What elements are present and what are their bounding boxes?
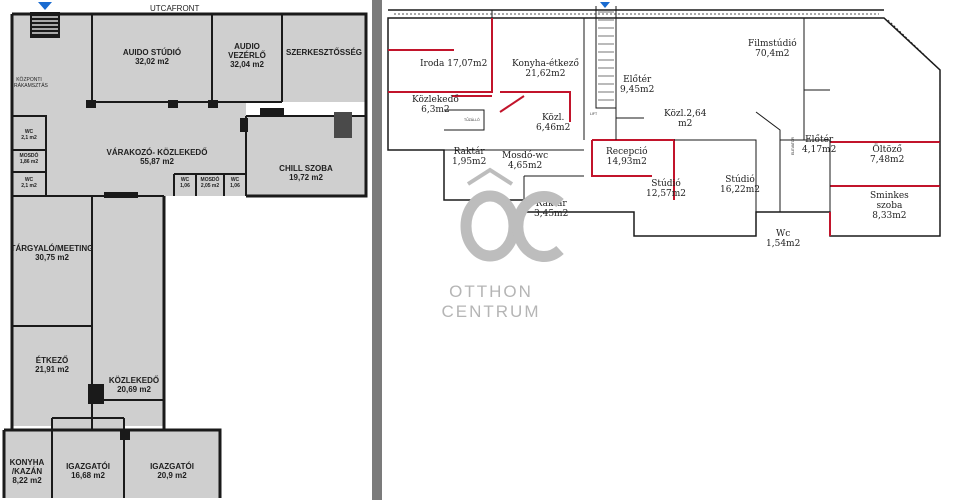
room-washroom2: MOSDÓ 2,05 m2 xyxy=(200,177,220,189)
room-dressing: Öltöző 7,48m2 xyxy=(870,145,905,165)
panel-divider xyxy=(372,0,382,500)
room-studio1: Stúdió 12,57m2 xyxy=(646,179,687,199)
room-kitchen: KONYHA /KAZÁN 8,22 m2 xyxy=(9,458,45,486)
note-elevator: ELEVATOR xyxy=(791,136,796,156)
stair-icon xyxy=(30,2,60,38)
room-corridor-63: Közlekedő 6,3m2 xyxy=(412,95,459,115)
logo-text: OTTHON CENTRUM xyxy=(441,282,541,321)
room-kitchen-dining: Konyha-étkező 21,62m2 xyxy=(512,59,579,79)
room-wc: Wc 1,54m2 xyxy=(766,229,801,249)
room-chill: CHILL SZOBA 19,72 m2 xyxy=(279,164,333,183)
left-floor-plan: UTCAFRONT AUIDO STÚDIÓ 32,02 m2 AUDIO VE… xyxy=(0,0,370,500)
room-corridor-264: Közl.2,64 m2 xyxy=(664,109,707,129)
room-wc1: WC 2,1 m2 xyxy=(21,129,37,141)
room-office2: IGAZGATÓI 20,9 m2 xyxy=(150,462,194,481)
room-lobby2: Előtér 4,17m2 xyxy=(802,135,837,155)
room-reception: Recepció 14,93m2 xyxy=(606,147,648,167)
right-plan-walls xyxy=(387,2,941,237)
note-trash: TŰZÁLLÓ xyxy=(464,118,480,122)
street-label: UTCAFRONT xyxy=(150,4,200,13)
room-corridor-646: Közl. 6,46m2 xyxy=(536,113,571,133)
room-audio-control: AUDIO VEZÉRLŐ 32,04 m2 xyxy=(228,42,266,70)
room-wash-wc: Mosdó-wc 4,65m2 xyxy=(502,151,549,171)
room-meeting: TÁRGYALÓ/MEETING 30,75 m2 xyxy=(10,244,94,263)
room-audio-studio: AUIDO STÚDIÓ 32,02 m2 xyxy=(122,48,182,67)
room-makeup: Sminkes szoba 8,33m2 xyxy=(870,191,909,221)
right-floor-plan: Iroda 17,07m2 Konyha-étkező 21,62m2 Film… xyxy=(384,0,971,500)
room-office1: IGAZGATÓI 16,68 m2 xyxy=(66,462,110,481)
left-plan-walls xyxy=(2,2,368,498)
room-office: Iroda 17,07m2 xyxy=(420,59,488,69)
room-editorial: SZERKESZTŐSSÉG xyxy=(285,48,362,57)
room-wc4: WC 1,06 xyxy=(230,177,240,189)
room-storage1: Raktár 1,95m2 xyxy=(452,147,487,167)
note-lift: LIFT xyxy=(590,112,598,116)
room-wc3: WC 1,06 xyxy=(180,177,190,189)
room-washroom: MOSDÓ 1,86 m2 xyxy=(19,153,39,165)
room-waiting-hall: VÁRAKOZÓ- KÖZLEKEDŐ 55,87 m2 xyxy=(106,148,208,167)
room-studio2: Stúdió 16,22m2 xyxy=(720,175,761,195)
room-server: KÖZPONTI RÁKAMSZTÁS xyxy=(14,77,48,89)
room-film-studio: Filmstúdió 70,4m2 xyxy=(748,39,797,59)
room-corridor: KÖZLEKEDŐ 20,69 m2 xyxy=(108,376,160,395)
room-lobby1: Előtér 9,45m2 xyxy=(620,75,655,95)
room-storage2: Raktár 3,45m2 xyxy=(534,199,569,219)
room-dining: ÉTKEZŐ 21,91 m2 xyxy=(35,356,69,375)
room-wc2: WC 2,1 m2 xyxy=(21,177,37,189)
